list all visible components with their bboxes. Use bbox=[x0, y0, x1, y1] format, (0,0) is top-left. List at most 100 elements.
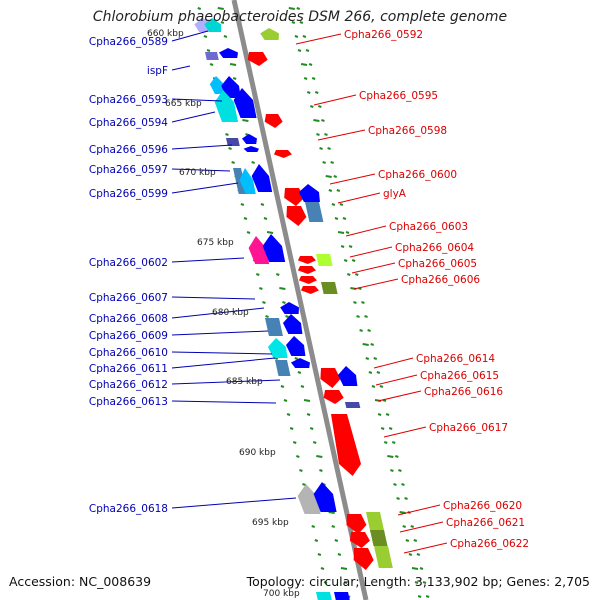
gene-arrow-forward bbox=[334, 592, 350, 600]
tick-mark bbox=[345, 231, 350, 234]
tick-mark bbox=[310, 105, 314, 108]
gene-label: Cpha266_0618 bbox=[89, 503, 168, 515]
tick-mark bbox=[265, 315, 269, 318]
tick-mark bbox=[231, 161, 235, 164]
tick-mark bbox=[302, 483, 306, 486]
tick-mark bbox=[243, 217, 248, 220]
leader-line bbox=[171, 65, 191, 71]
leader-line bbox=[171, 144, 233, 150]
tick-mark bbox=[302, 35, 307, 38]
gene-label: Cpha266_0592 bbox=[344, 29, 423, 41]
tick-mark bbox=[380, 427, 385, 430]
gene-label: Cpha266_0596 bbox=[89, 144, 168, 156]
gene-arrow-forward bbox=[218, 48, 238, 58]
leader-line bbox=[353, 278, 399, 290]
kbp-label: 685 kbp bbox=[226, 377, 263, 387]
gene-arrow-forward bbox=[226, 138, 240, 146]
gene-label: ispF bbox=[147, 65, 168, 77]
tick-mark bbox=[343, 259, 348, 262]
leader-line bbox=[171, 357, 276, 369]
gene-label: Cpha266_0597 bbox=[89, 164, 168, 176]
gene-arrow-reverse bbox=[300, 286, 319, 294]
tick-mark bbox=[367, 329, 371, 332]
tick-mark bbox=[286, 413, 291, 416]
tick-mark bbox=[266, 231, 274, 234]
tick-mark bbox=[402, 525, 407, 528]
gene-arrow-reverse bbox=[273, 150, 292, 158]
gene-arrow-forward bbox=[298, 184, 320, 202]
tick-mark bbox=[337, 553, 342, 556]
tick-mark bbox=[340, 245, 345, 248]
leader-line bbox=[171, 111, 216, 123]
gene-arrow-forward bbox=[209, 76, 225, 94]
tick-mark bbox=[362, 343, 369, 346]
gene-arrow-forward bbox=[251, 164, 273, 192]
tick-mark bbox=[263, 217, 268, 220]
tick-mark bbox=[416, 553, 421, 556]
tick-mark bbox=[379, 385, 384, 388]
leader-line bbox=[171, 497, 297, 509]
tick-mark bbox=[260, 203, 265, 206]
gene-label: Cpha266_0616 bbox=[424, 386, 503, 398]
gene-label: Cpha266_0604 bbox=[395, 242, 474, 254]
leader-line bbox=[171, 330, 269, 336]
kbp-label: 660 kbp bbox=[147, 29, 184, 39]
tick-mark bbox=[327, 147, 331, 150]
tick-mark bbox=[414, 581, 419, 584]
gene-arrow-forward bbox=[313, 482, 337, 512]
tick-mark bbox=[220, 21, 225, 24]
tick-mark bbox=[317, 553, 322, 556]
tick-mark bbox=[296, 455, 300, 458]
leader-line bbox=[171, 257, 245, 263]
tick-mark bbox=[279, 287, 286, 290]
gene-arrow-forward bbox=[243, 146, 259, 152]
tick-mark bbox=[396, 497, 400, 500]
tick-mark bbox=[297, 371, 302, 374]
gene-label: Cpha266_0620 bbox=[443, 500, 522, 512]
tick-mark bbox=[328, 511, 335, 514]
tick-mark bbox=[419, 567, 424, 570]
gene-arrow-forward bbox=[321, 282, 338, 294]
tick-mark bbox=[300, 385, 305, 388]
kbp-label: 670 kbp bbox=[179, 168, 216, 178]
kbp-label: 690 kbp bbox=[239, 448, 276, 458]
tick-mark bbox=[251, 161, 255, 164]
gene-label: Cpha266_0613 bbox=[89, 396, 168, 408]
leader-line bbox=[171, 351, 273, 355]
tick-mark bbox=[225, 133, 229, 136]
tick-mark bbox=[311, 77, 316, 80]
gene-label: Cpha266_0610 bbox=[89, 347, 168, 359]
tick-mark bbox=[322, 161, 326, 164]
tick-mark bbox=[274, 357, 279, 360]
gene-label: Cpha266_0602 bbox=[89, 257, 168, 269]
gene-arrow-forward bbox=[366, 512, 385, 532]
tick-mark bbox=[411, 567, 419, 570]
tick-mark bbox=[361, 301, 365, 304]
tick-mark bbox=[311, 525, 316, 528]
gene-labels: Cpha266_0589ispFCpha266_0593Cpha266_0594… bbox=[89, 29, 529, 550]
tick-mark bbox=[319, 469, 323, 472]
tick-mark bbox=[303, 77, 308, 80]
tick-mark bbox=[255, 273, 260, 276]
leader-line bbox=[171, 307, 265, 319]
tick-mark bbox=[371, 385, 376, 388]
tick-mark bbox=[336, 189, 341, 192]
tick-mark bbox=[319, 147, 323, 150]
gene-arrow-reverse bbox=[297, 256, 316, 264]
gene-arrow-reverse bbox=[297, 266, 316, 274]
tick-mark bbox=[306, 91, 311, 94]
tick-mark bbox=[209, 63, 214, 66]
tick-mark bbox=[289, 427, 294, 430]
leader-line bbox=[171, 30, 209, 42]
tick-mark bbox=[242, 119, 249, 122]
tick-mark bbox=[291, 21, 296, 24]
tick-mark bbox=[408, 553, 413, 556]
tick-mark bbox=[399, 511, 406, 514]
tick-mark bbox=[359, 329, 363, 332]
leader-line bbox=[171, 98, 223, 102]
gene-arrow-forward bbox=[337, 366, 358, 386]
gene-arrow-forward bbox=[297, 484, 321, 514]
leader-line bbox=[295, 33, 342, 45]
leader-line bbox=[377, 390, 422, 402]
